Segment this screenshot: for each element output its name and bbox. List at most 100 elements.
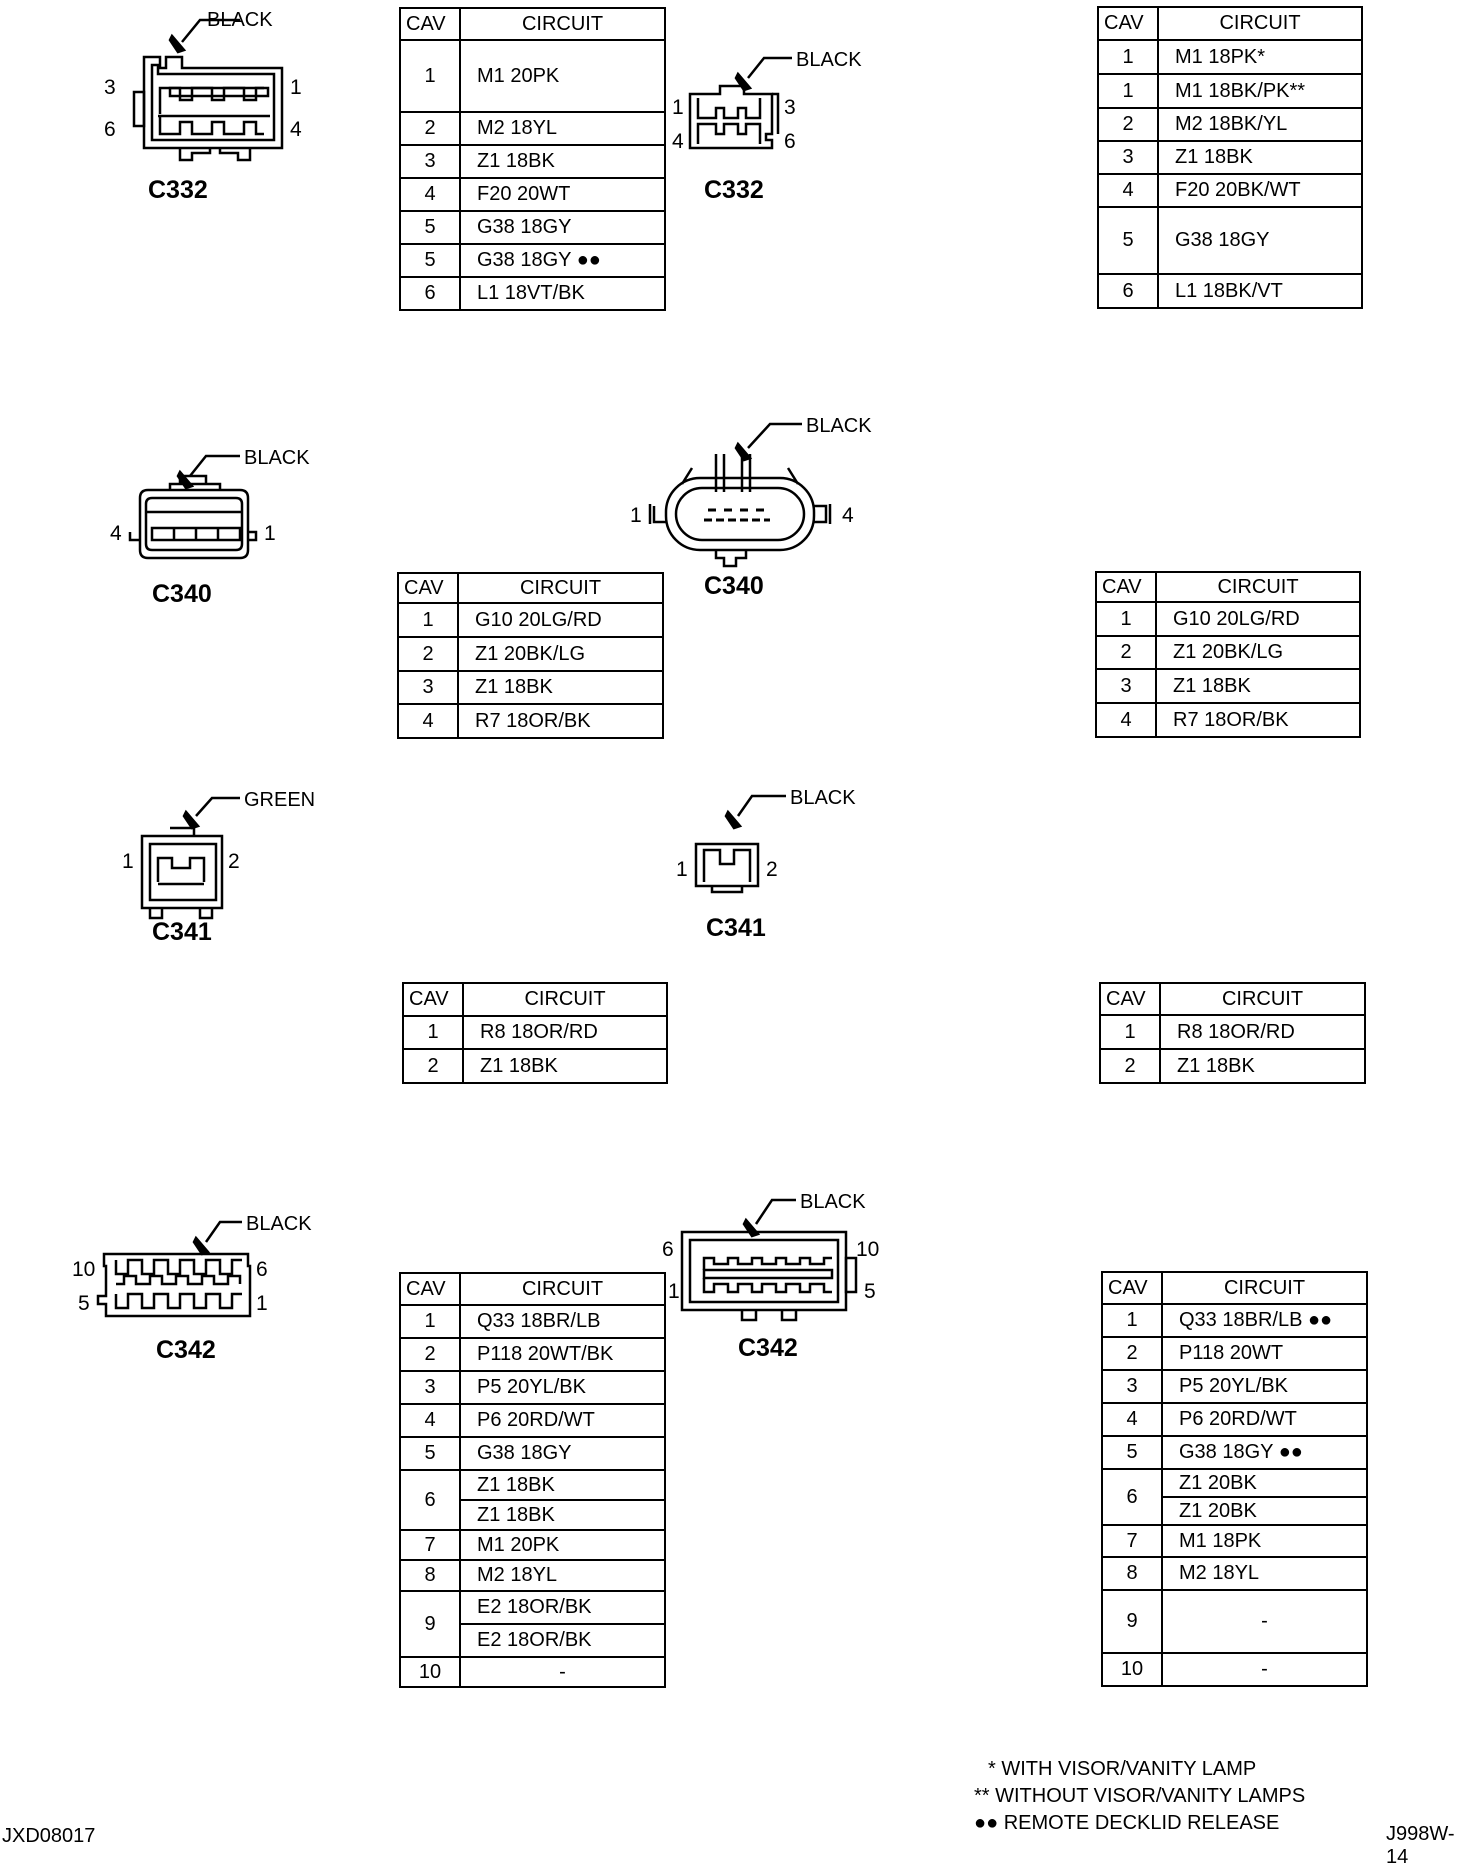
cav-cell: 1	[1095, 601, 1157, 637]
cav-cell: 2	[399, 1337, 461, 1372]
pin-label: 3	[104, 76, 116, 99]
pin-label: 6	[104, 118, 116, 141]
cav-cell: 4	[1097, 173, 1159, 208]
circuit-cell: F20 20BK/WT	[1157, 173, 1363, 208]
pin-label: 6	[256, 1258, 268, 1281]
circuit-cell: M2 18YL	[1161, 1556, 1368, 1591]
cav-cell: 9	[1101, 1589, 1163, 1654]
cav-cell: 1	[1097, 39, 1159, 75]
cav-cell: 3	[1101, 1369, 1163, 1404]
circuit-cell: P118 20WT	[1161, 1336, 1368, 1371]
cav-cell: 7	[1101, 1524, 1163, 1558]
cav-header: CAV	[1099, 982, 1161, 1016]
circuit-cell: M1 18PK	[1161, 1524, 1368, 1558]
connector-c342-left: BLACK 10 6 5 1 C342	[72, 1213, 312, 1364]
c340-right-color-label: BLACK	[806, 415, 872, 437]
cav-cell: 1	[399, 39, 461, 113]
connector-c332-right: BLACK 1 3 4 6 C332	[672, 49, 862, 204]
cav-cell: 3	[1095, 668, 1157, 704]
c342-left-color-label: BLACK	[246, 1213, 312, 1235]
circuit-header: CIRCUIT	[457, 572, 664, 604]
cav-cell: 10	[1101, 1652, 1163, 1687]
cav-cell: 4	[399, 177, 461, 212]
pin-label: 1	[630, 504, 642, 527]
c340-right-name: C340	[704, 572, 764, 600]
circuit-cell: -	[459, 1656, 666, 1688]
c341-left-color-label: GREEN	[244, 789, 315, 811]
pin-label: 6	[784, 130, 796, 153]
circuit-cell: E2 18OR/BK	[459, 1590, 666, 1625]
cav-cell: 4	[399, 1403, 461, 1438]
pin-label: 4	[672, 130, 684, 153]
pin-label: 1	[264, 522, 276, 545]
circuit-cell: Z1 18BK	[1157, 140, 1363, 175]
circuit-cell: Z1 18BK	[457, 670, 664, 705]
c332-left-name: C332	[148, 176, 208, 204]
cav-cell: 4	[397, 703, 459, 739]
circuit-cell: M1 20PK	[459, 39, 666, 113]
c341-right-name: C341	[706, 914, 766, 942]
circuit-cell: P6 20RD/WT	[1161, 1402, 1368, 1437]
pin-label: 1	[122, 850, 134, 873]
cav-cell: 2	[1095, 635, 1157, 670]
circuit-cell: M1 18PK*	[1157, 39, 1363, 75]
circuit-cell: G38 18GY ●●	[459, 243, 666, 278]
cav-cell: 6	[399, 1469, 461, 1531]
cav-header: CAV	[402, 982, 464, 1017]
circuit-cell: Z1 18BK	[462, 1048, 668, 1084]
connector-c341-left: GREEN 1 2 C341	[122, 789, 315, 946]
cav-cell: 5	[399, 243, 461, 278]
pin-label: 1	[672, 96, 684, 119]
circuit-cell: -	[1161, 1589, 1368, 1654]
connector-c340-left: BLACK 4 1 C340	[110, 447, 310, 608]
circuit-cell: -	[1161, 1652, 1368, 1687]
cav-cell: 5	[1101, 1435, 1163, 1470]
circuit-cell: Z1 18BK	[459, 1499, 666, 1531]
circuit-cell: G38 18GY	[1157, 206, 1363, 275]
cav-cell: 5	[1097, 206, 1159, 275]
circuit-cell: Z1 20BK/LG	[1155, 635, 1361, 670]
circuit-cell: M2 18BK/YL	[1157, 107, 1363, 142]
circuit-cell: M1 20PK	[459, 1529, 666, 1561]
circuit-cell: Z1 20BK/LG	[457, 636, 664, 672]
cav-header: CAV	[399, 7, 461, 41]
circuit-cell: Q33 18BR/LB ●●	[1161, 1303, 1368, 1338]
circuit-cell: G38 18GY	[459, 1436, 666, 1471]
figure-code-right: J998W-14	[1386, 1823, 1455, 1868]
c340-left-color-label: BLACK	[244, 447, 310, 469]
cav-header: CAV	[397, 572, 459, 604]
cav-cell: 6	[1097, 273, 1159, 309]
circuit-cell: Z1 18BK	[459, 144, 666, 179]
circuit-cell: P5 20YL/BK	[1161, 1369, 1368, 1404]
circuit-cell: L1 18BK/VT	[1157, 273, 1363, 309]
cav-cell: 1	[1097, 73, 1159, 109]
pin-label: 5	[864, 1280, 876, 1303]
cav-cell: 3	[1097, 140, 1159, 175]
circuit-header: CIRCUIT	[459, 7, 666, 41]
cav-cell: 1	[397, 602, 459, 638]
cav-cell: 2	[399, 111, 461, 146]
circuit-header: CIRCUIT	[1161, 1271, 1368, 1305]
pin-label: 1	[290, 76, 302, 99]
cav-cell: 6	[1101, 1468, 1163, 1526]
pin-label: 4	[842, 504, 854, 527]
cav-cell: 1	[399, 1304, 461, 1339]
cav-cell: 7	[399, 1529, 461, 1561]
circuit-header: CIRCUIT	[1155, 571, 1361, 603]
cav-cell: 10	[399, 1656, 461, 1688]
cav-cell: 1	[1099, 1014, 1161, 1050]
cav-cell: 6	[399, 276, 461, 311]
c341-left-name: C341	[152, 918, 212, 946]
circuit-cell: Z1 18BK	[1155, 668, 1361, 704]
c341-right-color-label: BLACK	[790, 787, 856, 809]
circuit-cell: M1 18BK/PK**	[1157, 73, 1363, 109]
cav-cell: 2	[402, 1048, 464, 1084]
cav-cell: 2	[397, 636, 459, 672]
circuit-cell: P6 20RD/WT	[459, 1403, 666, 1438]
cav-header: CAV	[1095, 571, 1157, 603]
pin-label: 5	[78, 1292, 90, 1315]
